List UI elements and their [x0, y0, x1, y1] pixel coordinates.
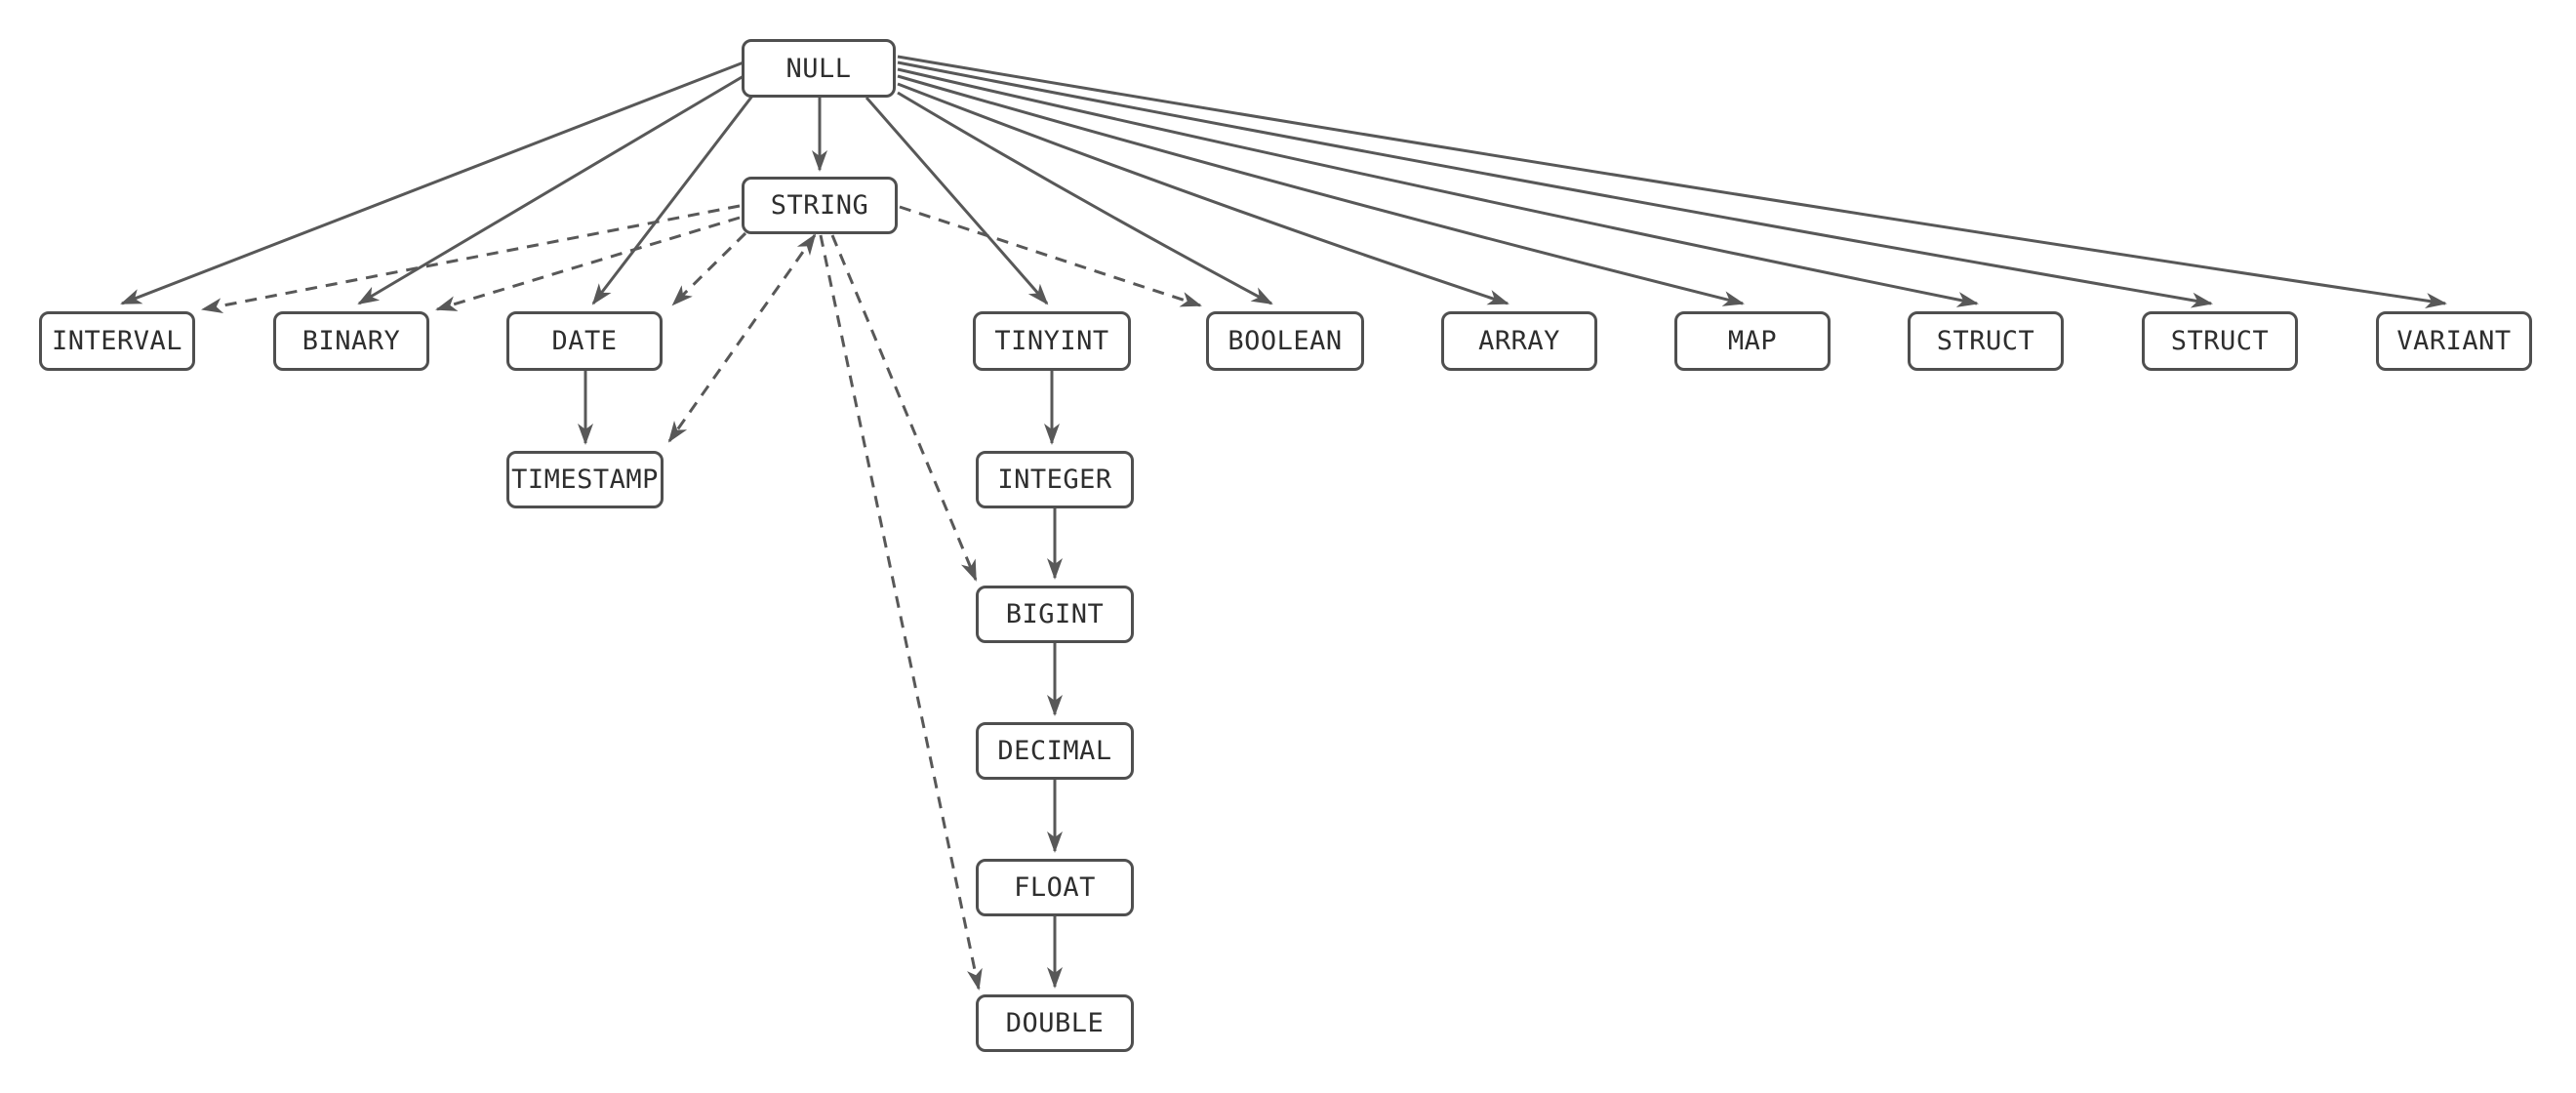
- node-null: NULL: [742, 39, 896, 98]
- node-interval: INTERVAL: [39, 311, 195, 371]
- node-bigint: BIGINT: [976, 586, 1134, 643]
- edge-string-timestamp: [667, 233, 817, 443]
- node-array: ARRAY: [1441, 311, 1597, 371]
- edge-null-tinyint: [865, 97, 1049, 305]
- node-integer: INTEGER: [976, 451, 1134, 508]
- edge-string-interval: [201, 204, 741, 314]
- node-decimal: DECIMAL: [976, 722, 1134, 780]
- node-double: DOUBLE: [976, 994, 1134, 1052]
- edge-null-map: [897, 74, 1745, 306]
- edge-string-binary: [435, 216, 741, 311]
- edge-null-binary: [357, 74, 745, 305]
- edge-null-date: [591, 94, 755, 305]
- node-timestamp: TIMESTAMP: [506, 451, 664, 508]
- edge-group: [120, 55, 2447, 991]
- node-variant: VARIANT: [2376, 311, 2532, 371]
- node-string: STRING: [742, 177, 898, 234]
- node-binary: BINARY: [273, 311, 429, 371]
- edge-string-date: [671, 231, 747, 306]
- edge-null-struct2: [897, 61, 2213, 308]
- node-tinyint: TINYINT: [973, 311, 1131, 371]
- edge-string-double: [819, 234, 983, 991]
- node-struct2: STRUCT: [2142, 311, 2298, 371]
- node-date: DATE: [506, 311, 663, 371]
- node-float: FLOAT: [976, 859, 1134, 916]
- node-struct1: STRUCT: [1908, 311, 2064, 371]
- edge-null-variant: [897, 55, 2447, 308]
- edge-string-boolean: [899, 205, 1202, 307]
- edge-null-struct1: [897, 67, 1979, 307]
- edge-null-interval: [120, 61, 745, 305]
- node-map: MAP: [1674, 311, 1831, 371]
- edge-null-array: [897, 82, 1509, 305]
- node-boolean: BOOLEAN: [1206, 311, 1364, 371]
- edge-null-boolean: [897, 91, 1273, 305]
- edge-string-bigint: [830, 234, 978, 582]
